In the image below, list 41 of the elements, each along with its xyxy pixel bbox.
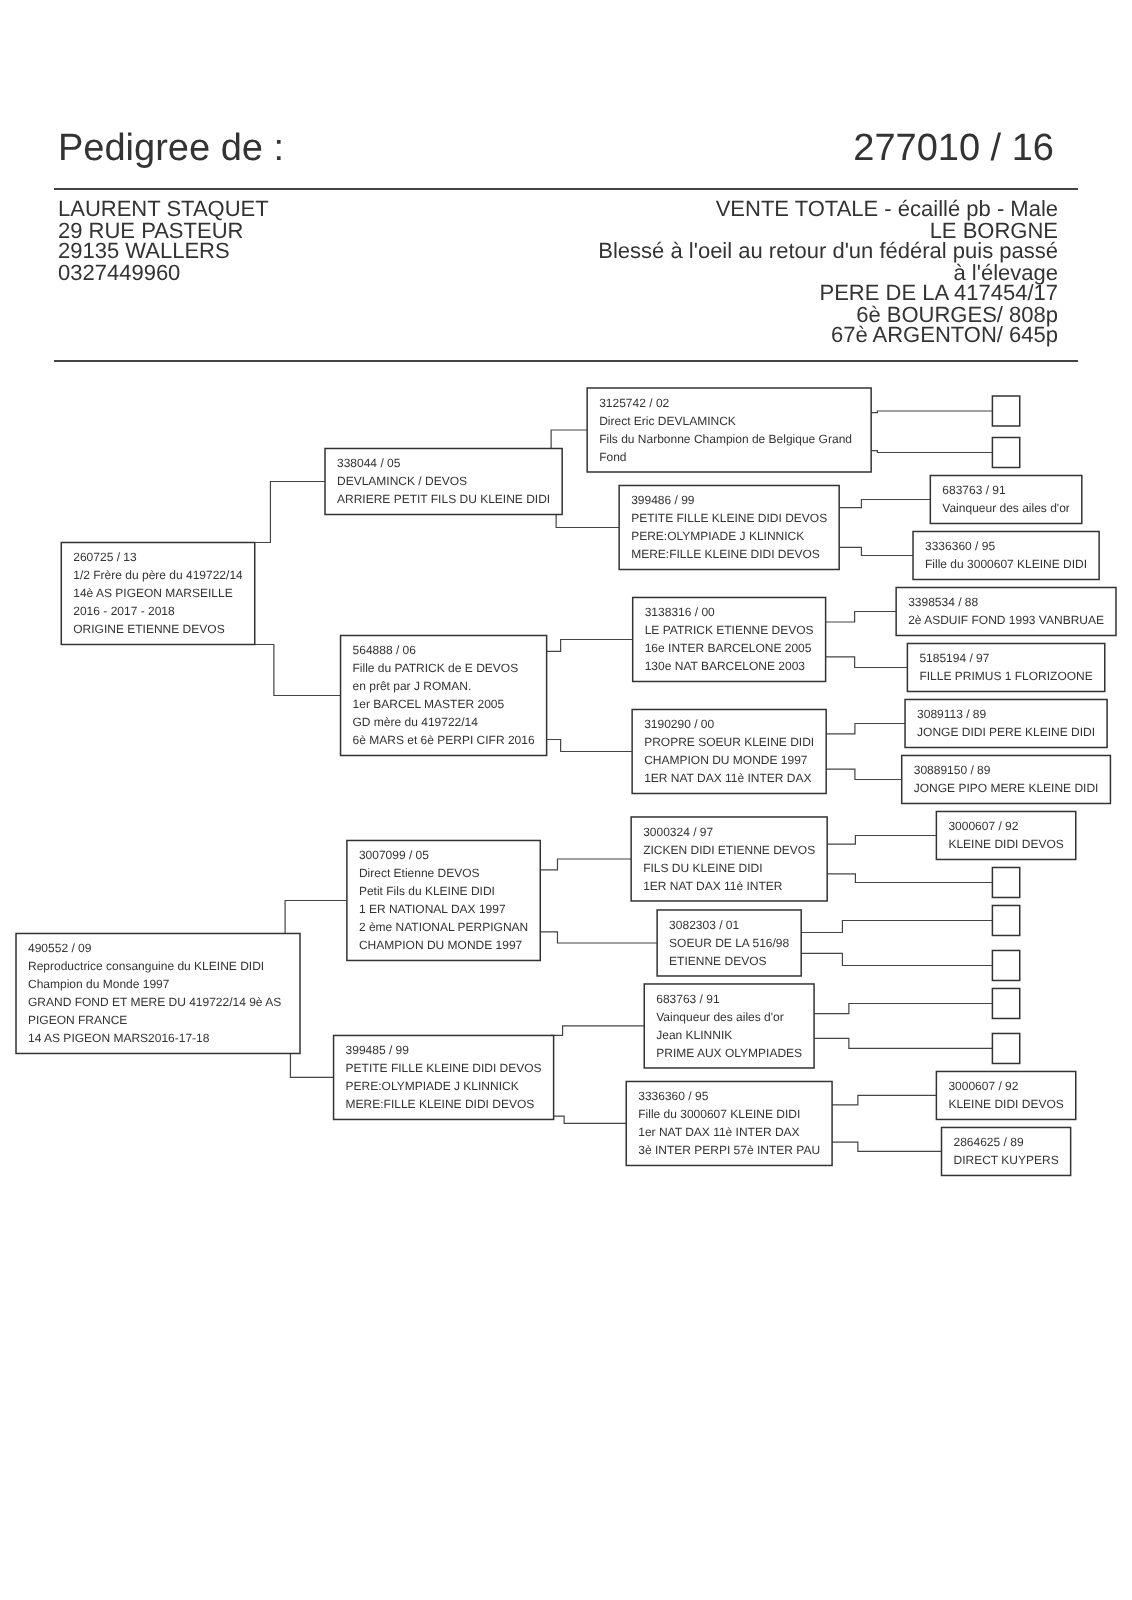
race-result: 67è ARGENTON/ 645p xyxy=(830,326,1058,347)
sale-note: VENTE TOTALE - écaillé pb - Male xyxy=(715,200,1058,221)
history-note: Blessé à l'oeil au retour d'un fédéral puis passé à l'élevage xyxy=(598,242,1058,284)
connector xyxy=(826,834,937,845)
street-address: 29 RUE PASTEUR xyxy=(58,221,244,242)
connector xyxy=(838,498,931,509)
race-result: 6è BOURGES/ 808p xyxy=(856,305,1058,326)
phone-number: 0327449960 xyxy=(58,263,181,284)
node-box xyxy=(991,949,1021,982)
connector xyxy=(539,931,658,944)
connector xyxy=(813,1002,993,1015)
connector xyxy=(539,858,632,871)
connector xyxy=(870,410,993,414)
offspring-note: PERE DE LA 417454/17 xyxy=(819,284,1058,305)
connector xyxy=(813,1037,993,1050)
node-box xyxy=(991,866,1021,899)
pedigree-title: Pedigree de : xyxy=(58,128,285,172)
connector xyxy=(553,1115,627,1125)
connector xyxy=(831,1141,943,1153)
connector xyxy=(800,952,993,967)
connector xyxy=(546,738,633,753)
connector xyxy=(825,722,906,735)
node-box xyxy=(991,1032,1021,1065)
connector xyxy=(825,768,903,781)
connector xyxy=(825,610,897,623)
node-box xyxy=(991,987,1021,1020)
connector xyxy=(825,656,908,669)
connector xyxy=(800,919,993,934)
node-box xyxy=(991,436,1021,469)
pigeon-name: LE BORGNE xyxy=(929,221,1058,242)
connector xyxy=(549,1025,645,1037)
ring-number: 277010 / 16 xyxy=(853,128,1054,172)
node-box xyxy=(991,395,1021,427)
connector xyxy=(546,638,634,653)
owner-name: LAURENT STAQUET xyxy=(58,200,269,221)
connector xyxy=(870,450,993,454)
node-box xyxy=(991,904,1021,937)
connector xyxy=(831,1094,937,1106)
connector xyxy=(838,546,914,557)
connector xyxy=(826,873,993,884)
city-address: 29135 WALLERS xyxy=(58,242,230,263)
